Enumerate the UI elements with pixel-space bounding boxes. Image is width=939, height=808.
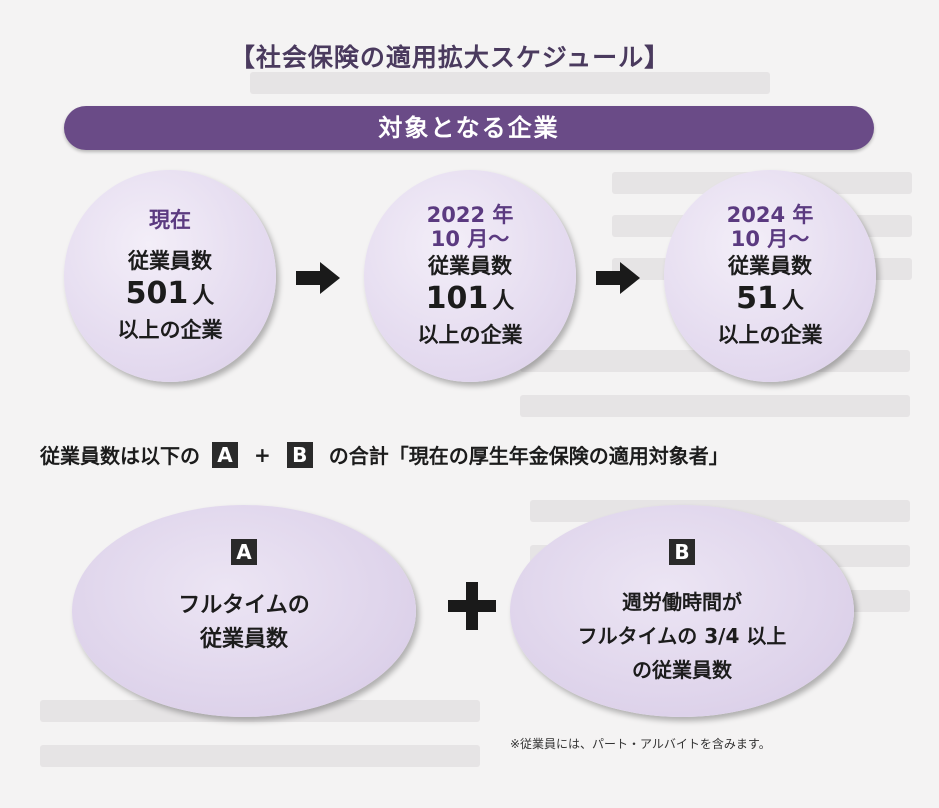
sum-explanation: 従業員数は以下の A + B の合計「現在の厚生年金保険の適用対象者」 <box>40 440 900 469</box>
stage-suffix: 以上の企業 <box>117 317 223 342</box>
sum-suffix: の合計「現在の厚生年金保険の適用対象者」 <box>328 444 729 468</box>
diagram-title: 【社会保険の適用拡大スケジュール】 <box>229 43 671 72</box>
oval-a-text: フルタイムの 従業員数 <box>178 593 310 652</box>
stage-unit: 人 <box>492 288 515 314</box>
footnote: ※従業員には、パート・アルバイトを含みます。 <box>510 737 771 751</box>
stage-suffix: 以上の企業 <box>717 322 823 347</box>
oval-b-text: 週労働時間が フルタイムの 3/4 以上 の従業員数 <box>577 590 787 682</box>
sum-prefix: 従業員数は以下の <box>40 444 200 468</box>
box-b-label: B <box>669 539 695 565</box>
stage-number: 101 <box>425 280 489 316</box>
band-label: 対象となる企業 <box>378 114 560 142</box>
stage-period: 2022 年 10 月〜 <box>426 202 514 251</box>
oval-b-parttime: B 週労働時間が フルタイムの 3/4 以上 の従業員数 <box>510 505 854 717</box>
stage-unit: 人 <box>192 283 215 309</box>
plus-sign: + <box>254 442 271 467</box>
target-companies-band: 対象となる企業 <box>64 106 874 150</box>
stage-label: 従業員数 <box>728 253 812 278</box>
stage-unit: 人 <box>781 288 804 314</box>
right-arrow-icon <box>296 262 340 294</box>
box-a-label: A <box>231 539 257 565</box>
box-b-label: B <box>286 441 313 468</box>
right-arrow-icon <box>596 262 640 294</box>
stage-suffix: 以上の企業 <box>417 322 523 347</box>
stage-number: 501 <box>125 275 189 311</box>
stage-label: 従業員数 <box>428 253 512 278</box>
stage-number: 51 <box>736 280 778 316</box>
stage-label: 従業員数 <box>128 248 212 273</box>
box-a-label: A <box>212 441 238 468</box>
stage-period: 現在 <box>149 207 191 232</box>
stage-period: 2024 年 10 月〜 <box>726 202 814 251</box>
oval-a-fulltime: A フルタイムの 従業員数 <box>72 505 416 717</box>
plus-icon <box>448 582 496 630</box>
